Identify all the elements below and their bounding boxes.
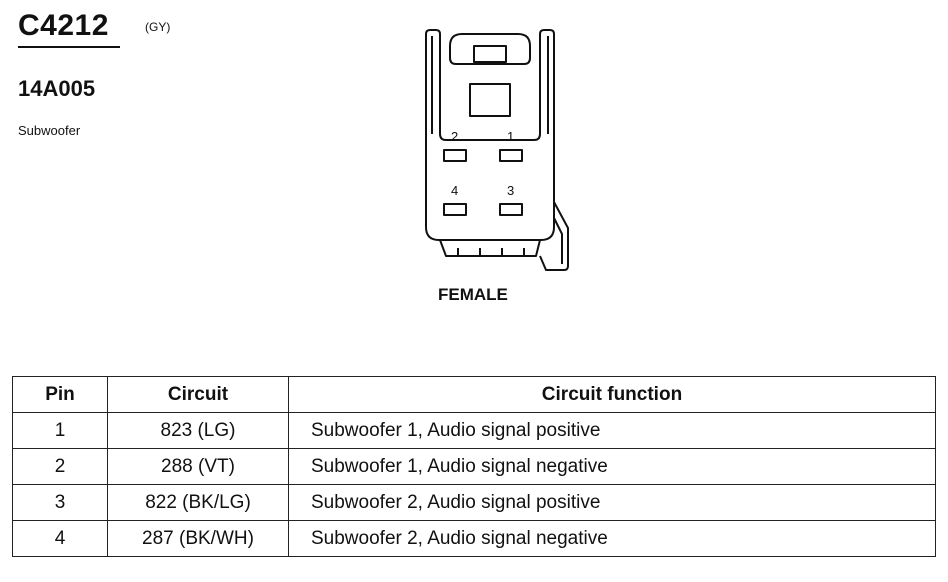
pin-cavity-1 (499, 149, 523, 162)
part-number: 14A005 (18, 76, 96, 101)
connector-id: C4212 (18, 8, 120, 48)
color-code: (GY) (145, 20, 171, 34)
pin-label-2: 2 (451, 129, 458, 144)
connector-face-diagram: 2 1 4 3 (425, 29, 569, 271)
cell-circuit: 823 (LG) (107, 412, 289, 449)
cell-circuit: 288 (VT) (107, 448, 289, 485)
cell-circuit: 287 (BK/WH) (107, 520, 289, 557)
connector-body-outline (425, 29, 555, 241)
center-window (469, 83, 511, 117)
lock-tab (449, 33, 531, 65)
connector-base (439, 239, 541, 257)
pin-cavity-2 (443, 149, 467, 162)
side-latch (539, 201, 569, 271)
pin-cavity-3 (499, 203, 523, 216)
gender-label: FEMALE (438, 285, 508, 304)
pin-label-1: 1 (507, 129, 514, 144)
cell-function: Subwoofer 1, Audio signal positive (288, 412, 936, 449)
pin-table: Pin Circuit Circuit function 1 823 (LG) … (12, 376, 936, 557)
cell-pin: 2 (12, 448, 108, 485)
table-row: 3 822 (BK/LG) Subwoofer 2, Audio signal … (12, 484, 936, 521)
table-header-row: Pin Circuit Circuit function (12, 376, 936, 413)
pin-cavity-4 (443, 203, 467, 216)
header-circuit: Circuit (107, 376, 289, 413)
cell-pin: 4 (12, 520, 108, 557)
header-pin: Pin (12, 376, 108, 413)
lock-tab-notch (473, 45, 507, 63)
table-row: 2 288 (VT) Subwoofer 1, Audio signal neg… (12, 448, 936, 485)
cell-pin: 3 (12, 484, 108, 521)
cell-circuit: 822 (BK/LG) (107, 484, 289, 521)
pin-label-3: 3 (507, 183, 514, 198)
cell-pin: 1 (12, 412, 108, 449)
cell-function: Subwoofer 1, Audio signal negative (288, 448, 936, 485)
table-row: 1 823 (LG) Subwoofer 1, Audio signal pos… (12, 412, 936, 449)
pin-label-4: 4 (451, 183, 458, 198)
cell-function: Subwoofer 2, Audio signal positive (288, 484, 936, 521)
component-name: Subwoofer (18, 123, 81, 138)
table-row: 4 287 (BK/WH) Subwoofer 2, Audio signal … (12, 520, 936, 557)
cell-function: Subwoofer 2, Audio signal negative (288, 520, 936, 557)
header-function: Circuit function (288, 376, 936, 413)
